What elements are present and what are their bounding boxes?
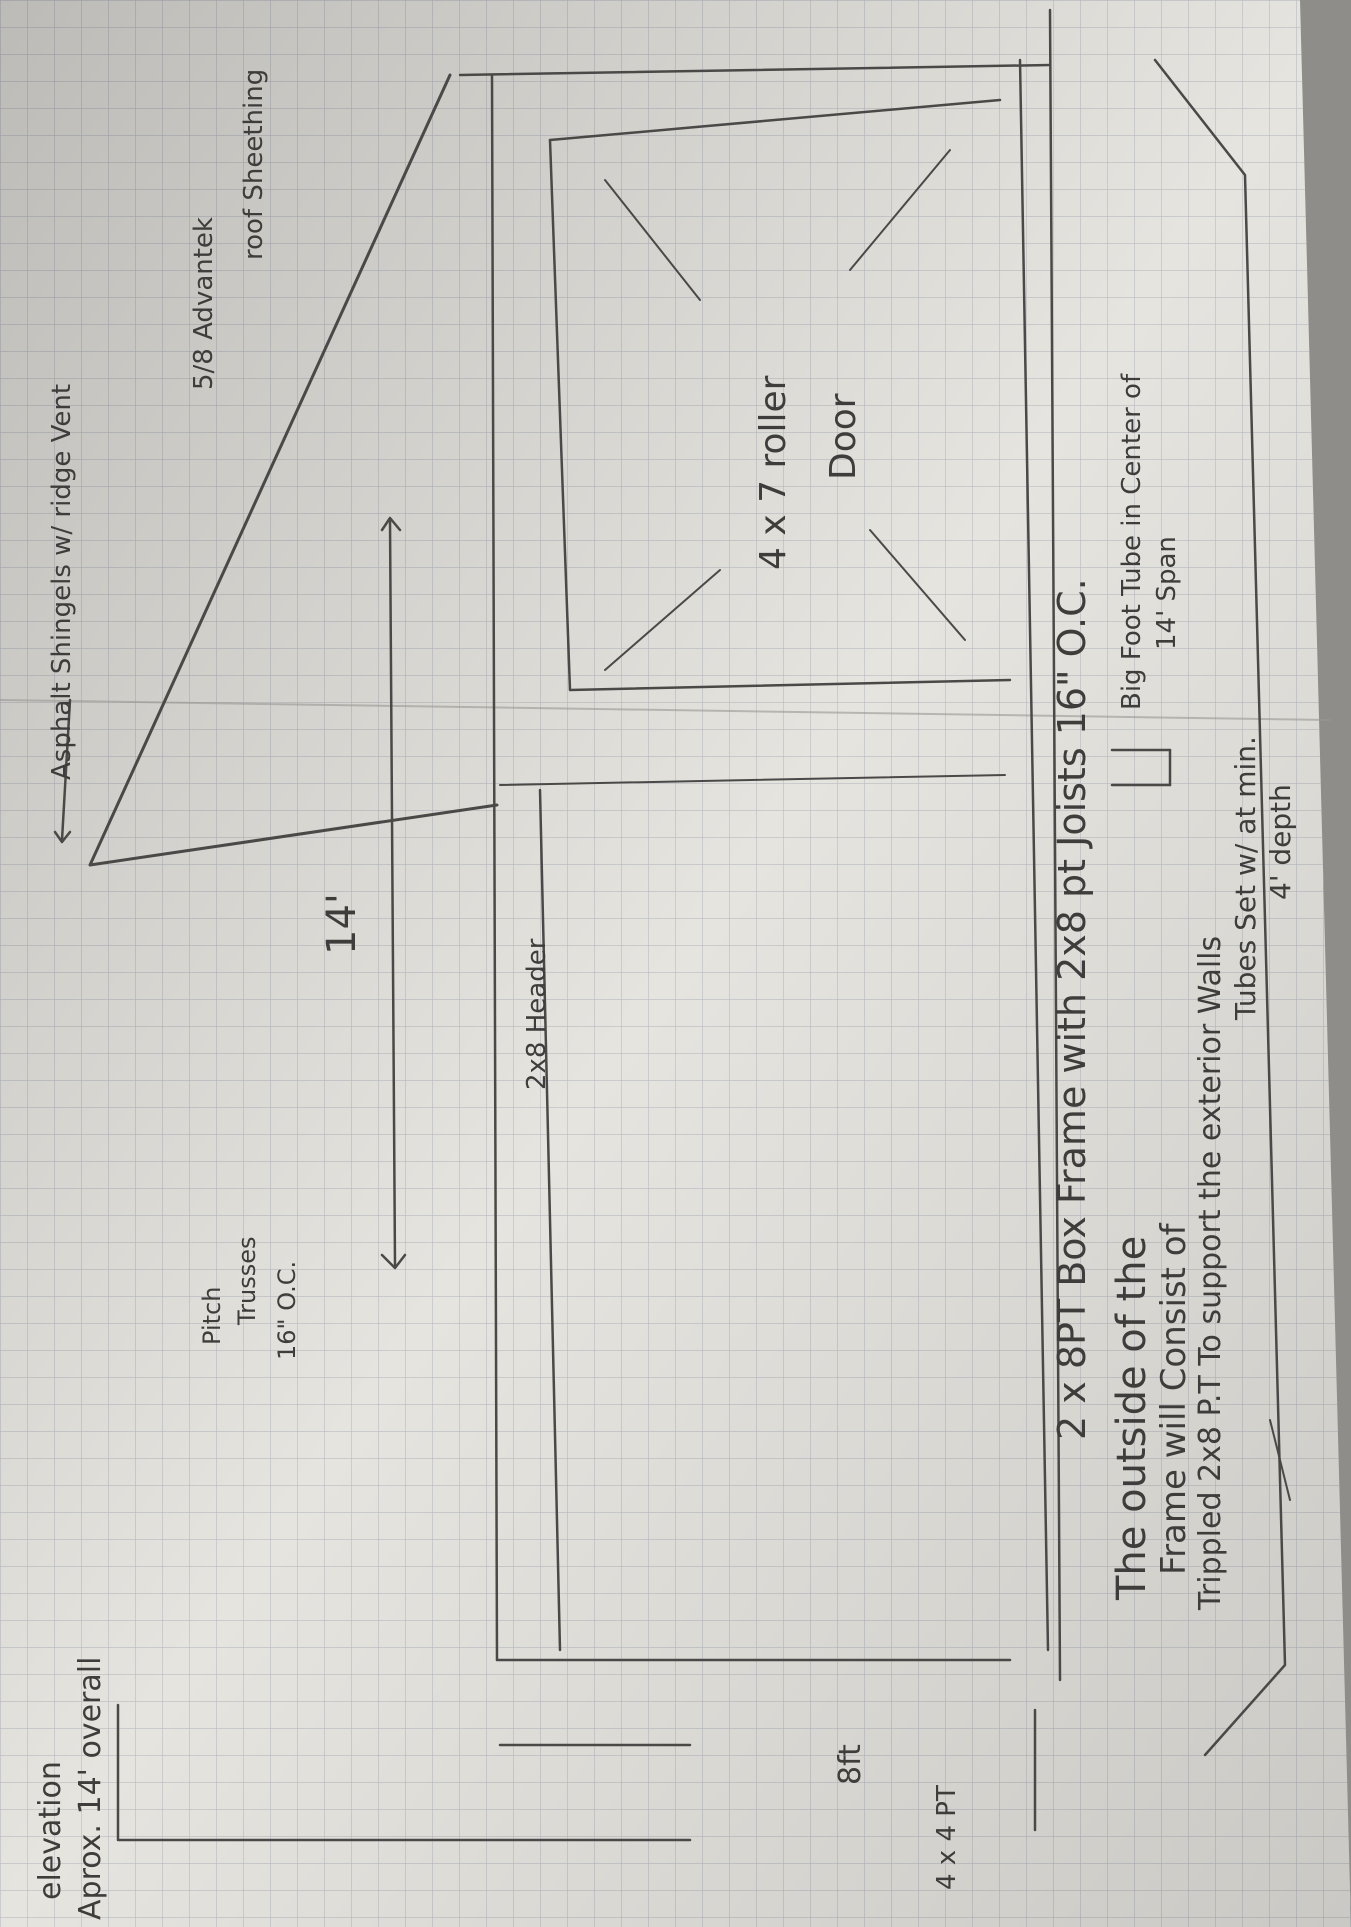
post-label: 4 x 4 PT [932,1785,962,1890]
wall-height-label: 8ft [833,1744,868,1785]
span-label: 14' [319,893,365,955]
trusses-label-3: 16" O.C. [273,1261,301,1360]
door-top [548,138,572,692]
paper-fold [0,699,1331,721]
tube-label-2: 14' Span [1152,536,1182,650]
wall-left-outer [458,63,1052,77]
door-side-bottom [568,678,1012,692]
note-label-5: 4' depth [1264,784,1297,900]
door-arrow-4 [849,149,951,271]
span-dimension-line [388,518,397,1267]
note-label-2: Frame will Consist of [1154,1222,1194,1575]
overall-label-2: elevation [33,1761,68,1900]
note-label-1: The outside of the [1109,1236,1155,1601]
tube-label-1: Big Foot Tube in Center of [1117,373,1147,710]
wall-inner-2 [499,774,1006,786]
note-label-3: Trippled 2x8 P.T To support the exterior… [1193,936,1228,1611]
trusses-label-2: Trusses [233,1237,261,1327]
span-arrow-right [380,516,402,532]
note-bracket [1153,58,1287,1757]
frame-bottom [1018,58,1050,1652]
header-label: 2x8 Header [522,938,552,1090]
ridge-vent-arrowhead [53,830,72,844]
span-arrow-left [380,1253,407,1270]
door-label-1: 4 x 7 roller [753,375,794,570]
note-label-4: Tubes Set w/ at min. [1229,736,1262,1021]
wall-inner [538,788,562,1652]
overall-dimension [116,1703,692,1842]
door-arrow-2 [869,529,966,641]
note-leader [1269,1419,1291,1501]
door-arrow-3 [604,179,701,301]
ridge-vent-leader [60,698,72,842]
sheathing-label-1: 5/8 Advantek [189,217,219,390]
door-arrow-1 [604,569,721,671]
roof-line [88,73,499,867]
ridge-vent-label: Asphalt Shingels w/ ridge Vent [47,384,77,780]
door-side-top [548,98,1002,142]
overall-label-1: Aprox. 14' overall [73,1657,108,1920]
wall-top [490,73,499,1662]
door-label-2: Door [823,393,864,480]
frame-label: 2 x 8PT Box Frame with 2x8 pt Joists 16"… [1050,578,1094,1440]
sheathing-label-2: roof Sheething [239,69,269,260]
frame-right [1048,8,1062,1682]
trusses-label-1: Pitch [198,1287,226,1345]
